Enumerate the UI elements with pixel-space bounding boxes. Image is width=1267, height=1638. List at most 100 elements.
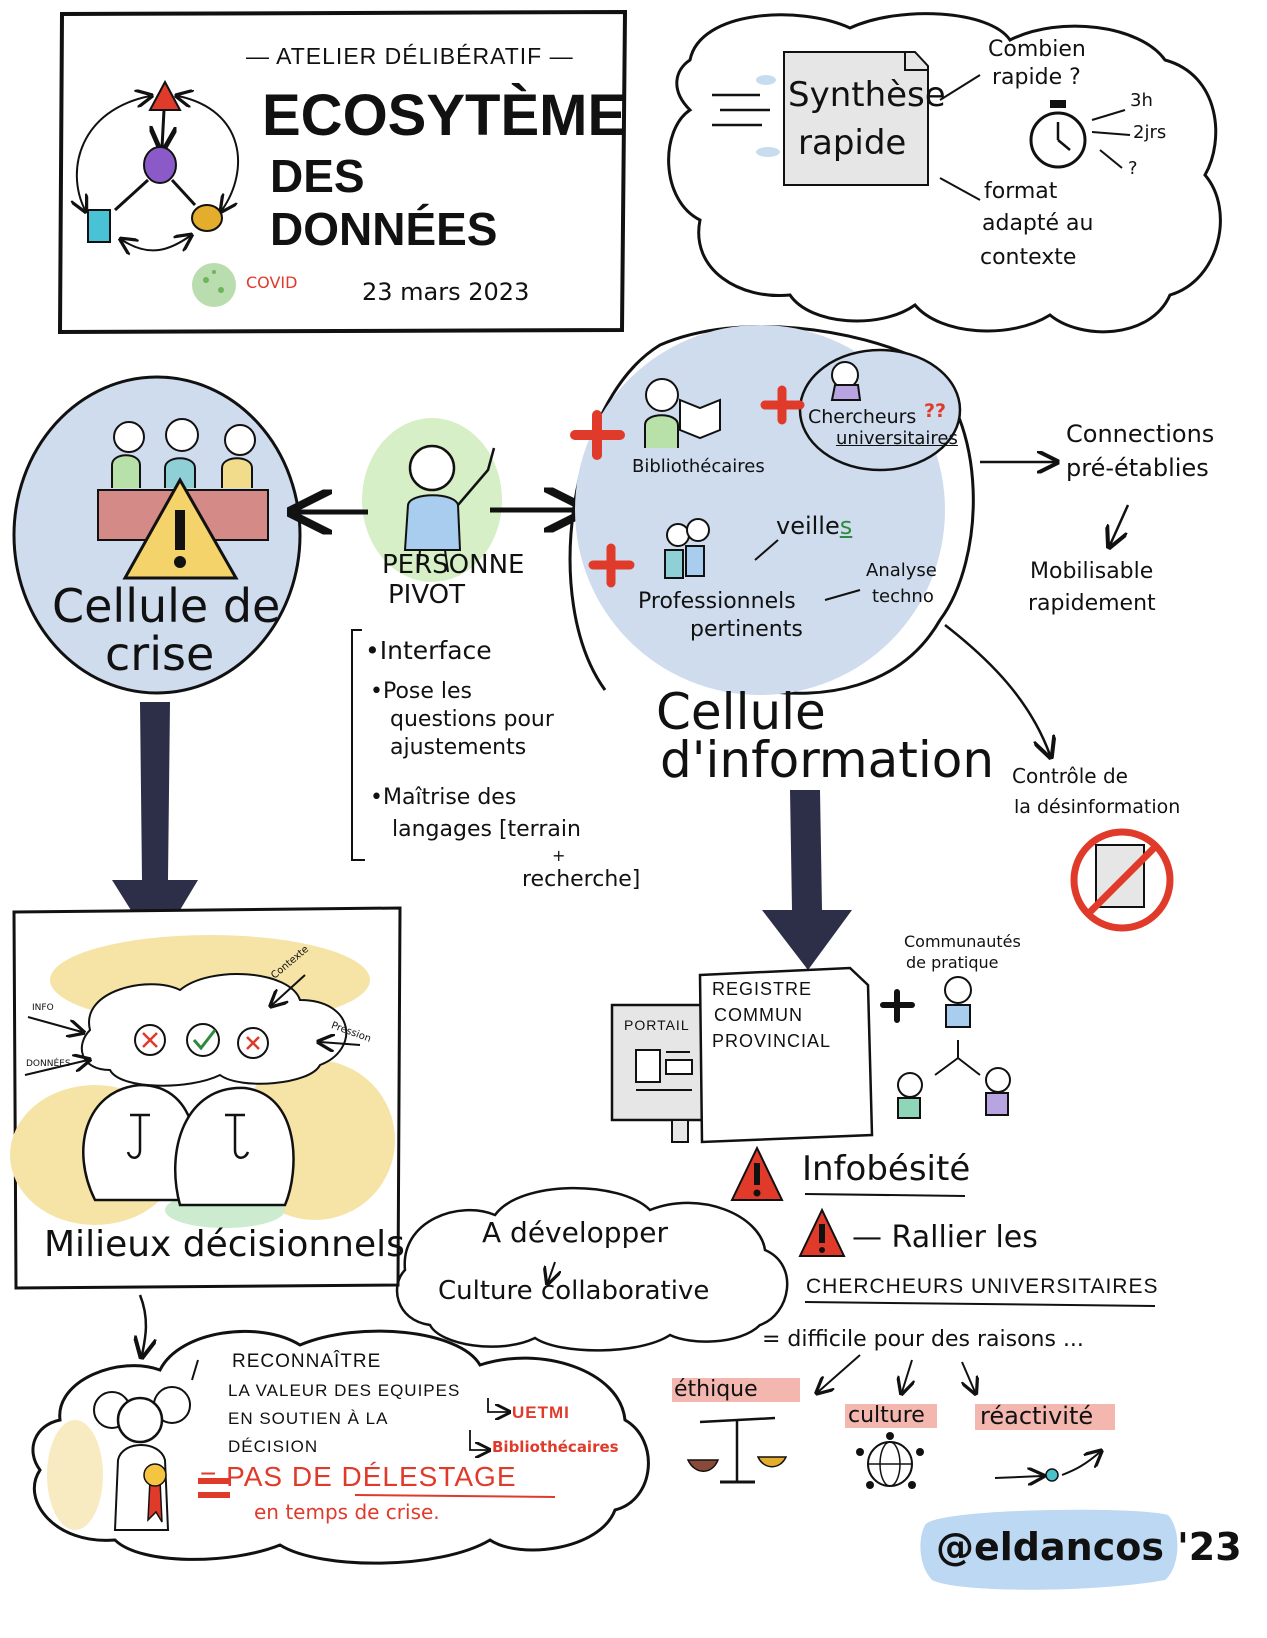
pivot-bullet-langages: langages [terrain — [392, 817, 581, 842]
no-misinformation-icon — [1070, 828, 1174, 932]
reconnaitre-cloud — [31, 1329, 650, 1565]
option-3h: 3h — [1130, 90, 1153, 111]
format-line1: format — [984, 179, 1058, 204]
infobesite-label: Infobésité — [802, 1149, 971, 1189]
connections-label-1: Connections — [1066, 420, 1215, 448]
pivot-bullet-maitrise: •Maîtrise des — [370, 785, 517, 810]
workshop-date: 23 mars 2023 — [362, 278, 530, 306]
rallier-label-1: — Rallier les — [852, 1220, 1038, 1255]
pivot-label-2: PIVOT — [388, 580, 466, 610]
communautes-label-1: Communautés — [904, 932, 1021, 951]
document-icon — [783, 51, 929, 186]
pivot-bullet-questions: questions pour — [390, 707, 554, 732]
pivot-bracket — [351, 629, 365, 861]
pivot-bullet-ajustements: ajustements — [390, 735, 527, 760]
crise-team-people — [111, 418, 256, 488]
cellule-crise-label-1: Cellule de — [52, 579, 281, 633]
signature-highlight — [920, 1509, 1178, 1590]
cellule-info-label-1: Cellule — [656, 683, 826, 741]
reconnaitre-line4: DÉCISION — [228, 1437, 319, 1456]
milieux-box — [10, 906, 402, 1290]
title-line1: ECOSYTÈME — [262, 83, 627, 148]
cellule-info-label-2: d'information — [660, 731, 995, 789]
purple-egg-icon — [143, 146, 177, 184]
professionnels-label-2: pertinents — [690, 617, 803, 642]
chercheurs-label-1: Chercheurs — [808, 406, 917, 428]
reconnaitre-line1: RECONNAÎTRE — [232, 1351, 382, 1372]
portail-monitor — [610, 1003, 714, 1143]
pivot-bullet-interface: •Interface — [365, 636, 492, 665]
format-line2: adapté au — [982, 211, 1094, 236]
ethique-highlight — [672, 1378, 800, 1402]
warning-icon — [122, 476, 239, 580]
plus-icon-communautes — [880, 989, 915, 1023]
stopwatch-icon — [1029, 100, 1087, 169]
title-box — [57, 9, 628, 335]
synthese-cloud — [667, 12, 1222, 334]
cellule-crise-bubble — [12, 375, 302, 695]
title-line3: DONNÉES — [270, 203, 498, 255]
ecosystem-cycle-diagram — [77, 79, 240, 250]
format-line3: contexte — [980, 245, 1077, 270]
arrow-to-controle — [944, 624, 1050, 755]
plus-icons — [570, 385, 805, 588]
combien-line1: Combien — [988, 37, 1086, 62]
option-unknown: ? — [1128, 158, 1138, 179]
registre-label-2: COMMUN — [714, 1005, 803, 1025]
personne-pivot-figure — [362, 418, 502, 582]
red-triangle-icon — [148, 79, 182, 111]
developper-label-2: Culture collaborative — [438, 1276, 710, 1306]
combien-line2: rapide ? — [992, 65, 1081, 90]
pas-de-delestage: = PAS DE DÉLESTAGE — [200, 1461, 517, 1492]
reason-culture: culture — [848, 1403, 925, 1428]
chercheurs-label-2: universitaires — [836, 428, 958, 449]
developper-cloud — [395, 1186, 789, 1352]
pivot-bullet-recherche: recherche] — [522, 867, 641, 892]
pivot-bullet-plus: + — [552, 846, 566, 865]
decision-options — [134, 1023, 269, 1059]
cellule-crise-label-2: crise — [105, 627, 215, 681]
covid-virus-icon — [192, 263, 236, 307]
option-2jrs: 2jrs — [1133, 122, 1167, 143]
synthese-label-1: Synthèse — [788, 75, 946, 115]
reactivite-highlight — [975, 1404, 1115, 1430]
warning-infobesite-icon — [730, 1145, 784, 1201]
mobilisable-label-2: rapidement — [1028, 591, 1156, 616]
veilles-label: veilles — [776, 512, 853, 540]
medal-icon — [143, 1463, 167, 1523]
chercheurs-question-marks: ?? — [924, 400, 947, 422]
input-donnees-label: DONNÉES — [26, 1059, 71, 1069]
uetmi-label: UETMI — [512, 1403, 570, 1422]
controle-label-1: Contrôle de — [1012, 764, 1128, 788]
blue-cup-icon — [87, 209, 111, 243]
portail-label: PORTAIL — [624, 1017, 690, 1033]
big-arrow-info-to-registre — [762, 790, 852, 970]
en-temps-de-crise: en temps de crise. — [254, 1500, 440, 1524]
reconnaitre-biblio-label: Bibliothécaires — [492, 1438, 619, 1456]
team-figures — [47, 1359, 199, 1531]
input-info-label: INFO — [32, 1003, 54, 1013]
yellow-seed-icon — [191, 204, 223, 232]
globe-icon — [856, 1432, 924, 1489]
title-line2: DES — [270, 150, 365, 202]
culture-highlight — [845, 1404, 937, 1428]
reason-ethique: éthique — [674, 1377, 758, 1402]
community-figures — [897, 976, 1011, 1119]
reconnaitre-line3: EN SOUTIEN À LA — [228, 1409, 389, 1428]
pivot-label-1: PERSONNE — [382, 550, 525, 580]
reconnaitre-line2: LA VALEUR DES EQUIPES — [228, 1381, 461, 1400]
arrow-milieux-to-reconnaitre — [140, 1294, 146, 1355]
reactivity-arrow-icon — [994, 1452, 1100, 1481]
reason-reactivite: réactivité — [980, 1402, 1094, 1430]
author-signature: @eldancos '23 — [936, 1525, 1242, 1569]
analyse-label-2: techno — [872, 586, 934, 607]
professionnels-label-1: Professionnels — [638, 589, 796, 614]
researcher-figure — [830, 361, 862, 401]
registre-label-3: PROVINCIAL — [712, 1031, 832, 1051]
scales-icon — [686, 1416, 788, 1484]
pivot-bullet-pose: •Pose les — [370, 679, 473, 704]
mobilisable-label-1: Mobilisable — [1030, 559, 1154, 584]
synthese-label-2: rapide — [798, 123, 907, 163]
arrow-to-mobilisable — [1110, 504, 1130, 545]
